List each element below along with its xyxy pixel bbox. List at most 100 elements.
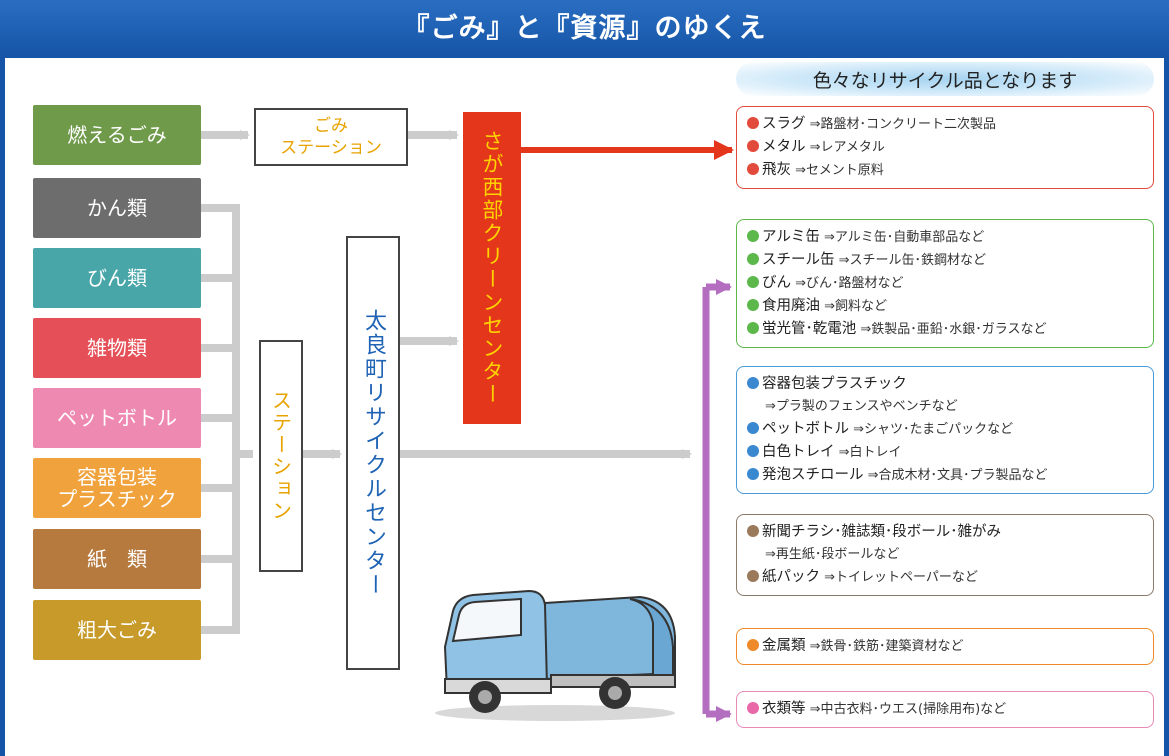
result-item-destination: ⇒鉄骨･鉄筋･建築資材など: [805, 639, 964, 654]
result-group-5: 衣類等 ⇒中古衣料･ウエス(掃除用布)など: [736, 691, 1154, 728]
result-item-destination: ⇒中古衣料･ウエス(掃除用布)など: [805, 702, 1007, 717]
result-group-1: アルミ缶 ⇒アルミ缶･自動車部品などスチール缶 ⇒スチール缶･鉄鋼材などびん ⇒…: [736, 219, 1154, 348]
waste-category-2: びん類: [33, 248, 201, 308]
gomi-station-line1: ごみ: [314, 116, 348, 136]
bullet-dot-icon: [747, 570, 759, 582]
gomi-station-box: ごみ ステーション: [254, 108, 408, 166]
result-item-destination: ⇒アルミ缶･自動車部品など: [819, 230, 985, 245]
result-item-name: アルミ缶: [762, 229, 820, 245]
garbage-truck-illustration: [435, 589, 676, 721]
page-title: 『ごみ』と『資源』のゆくえ: [0, 0, 1169, 58]
bullet-dot-icon: [747, 525, 759, 537]
saga-clean-center-box: さが西部クリーンセンター: [463, 112, 521, 424]
result-item-name: 金属類: [762, 638, 806, 654]
bullet-dot-icon: [747, 230, 759, 242]
result-item-name: 蛍光管･乾電池: [762, 321, 857, 337]
result-group-4: 金属類 ⇒鉄骨･鉄筋･建築資材など: [736, 628, 1154, 665]
bullet-dot-icon: [747, 253, 759, 265]
result-item-destination: ⇒合成木材･文具･プラ製品など: [863, 468, 1048, 483]
station-box: ステーション: [259, 340, 303, 572]
result-item-name: 容器包装プラスチック: [762, 376, 907, 392]
waste-category-0: 燃えるごみ: [33, 105, 201, 165]
result-item-destination: ⇒路盤材･コンクリート二次製品: [805, 117, 997, 132]
bullet-dot-icon: [747, 422, 759, 434]
results-heading: 色々なリサイクル品となります: [736, 62, 1154, 96]
waste-category-3: 雑物類: [33, 318, 201, 378]
result-item-name: 食用廃油: [762, 298, 820, 314]
result-item: 金属類 ⇒鉄骨･鉄筋･建築資材など: [747, 635, 1143, 658]
result-item: アルミ缶 ⇒アルミ缶･自動車部品など: [747, 226, 1143, 249]
result-item-destination: ⇒びん･路盤材など: [791, 276, 904, 291]
result-item-name: びん: [762, 275, 791, 291]
result-item-destination: ⇒再生紙･段ボールなど: [765, 547, 900, 562]
result-item: ⇒再生紙･段ボールなど: [747, 543, 1143, 566]
result-item: 飛灰 ⇒セメント原料: [747, 159, 1143, 182]
result-item-name: メタル: [762, 139, 806, 155]
station-label: ステーション: [268, 390, 293, 522]
result-item: ⇒プラ製のフェンスやベンチなど: [747, 395, 1143, 418]
result-item: ペットボトル ⇒シャツ･たまごパックなど: [747, 418, 1143, 441]
result-item-name: ペットボトル: [762, 421, 849, 437]
gomi-station-line2: ステーション: [280, 138, 382, 158]
result-item: 紙パック ⇒トイレットペーパーなど: [747, 566, 1143, 589]
bullet-dot-icon: [747, 299, 759, 311]
tara-recycle-center-label: 太良町リサイクルセンター: [361, 309, 386, 597]
bullet-dot-icon: [747, 445, 759, 457]
result-group-3: 新聞チラシ･雑誌類･段ボール･雑がみ⇒再生紙･段ボールなど紙パック ⇒トイレット…: [736, 514, 1154, 596]
bullet-dot-icon: [747, 140, 759, 152]
result-item-destination: ⇒プラ製のフェンスやベンチなど: [765, 399, 958, 414]
result-item: 蛍光管･乾電池 ⇒鉄製品･亜鉛･水銀･ガラスなど: [747, 318, 1143, 341]
waste-category-1: かん類: [33, 178, 201, 238]
result-group-0: スラグ ⇒路盤材･コンクリート二次製品メタル ⇒レアメタル飛灰 ⇒セメント原料: [736, 106, 1154, 189]
result-item: スラグ ⇒路盤材･コンクリート二次製品: [747, 113, 1143, 136]
truck-shadow: [435, 705, 675, 721]
gray-connector-lines: [201, 130, 692, 634]
purple-distribution: [702, 279, 732, 722]
result-item: 新聞チラシ･雑誌類･段ボール･雑がみ: [747, 521, 1143, 543]
result-item-name: スラグ: [762, 116, 806, 132]
result-item: 白色トレイ ⇒白トレイ: [747, 441, 1143, 464]
result-item: 食用廃油 ⇒飼料など: [747, 295, 1143, 318]
result-item: 発泡スチロール ⇒合成木材･文具･プラ製品など: [747, 464, 1143, 487]
waste-category-7: 粗大ごみ: [33, 600, 201, 660]
result-item: スチール缶 ⇒スチール缶･鉄鋼材など: [747, 249, 1143, 272]
result-item-destination: ⇒トイレットペーパーなど: [820, 570, 978, 585]
result-item-name: 発泡スチロール: [762, 467, 864, 483]
bullet-dot-icon: [747, 702, 759, 714]
result-item: 容器包装プラスチック: [747, 373, 1143, 395]
saga-clean-center-label: さが西部クリーンセンター: [480, 130, 504, 406]
bullet-dot-icon: [747, 276, 759, 288]
waste-category-6: 紙 類: [33, 529, 201, 589]
result-item-destination: ⇒鉄製品･亜鉛･水銀･ガラスなど: [856, 322, 1047, 337]
bullet-dot-icon: [747, 468, 759, 480]
result-item: 衣類等 ⇒中古衣料･ウエス(掃除用布)など: [747, 698, 1143, 721]
frame-left-border: [0, 58, 5, 756]
result-item-destination: ⇒飼料など: [820, 299, 888, 314]
truck-body: [544, 595, 676, 681]
result-item-name: 新聞チラシ･雑誌類･段ボール･雑がみ: [762, 524, 1001, 540]
bullet-dot-icon: [747, 322, 759, 334]
result-group-2: 容器包装プラスチック⇒プラ製のフェンスやベンチなどペットボトル ⇒シャツ･たまご…: [736, 366, 1154, 494]
waste-category-5: 容器包装 プラスチック: [33, 458, 201, 518]
result-item-name: 衣類等: [762, 701, 806, 717]
result-item-destination: ⇒スチール缶･鉄鋼材など: [834, 253, 987, 268]
bullet-dot-icon: [747, 163, 759, 175]
bullet-dot-icon: [747, 377, 759, 389]
result-item-destination: ⇒シャツ･たまごパックなど: [849, 422, 1014, 437]
tara-recycle-center-box: 太良町リサイクルセンター: [346, 236, 400, 670]
frame-right-border: [1164, 58, 1169, 756]
bullet-dot-icon: [747, 639, 759, 651]
waste-category-4: ペットボトル: [33, 388, 201, 448]
bullet-dot-icon: [747, 117, 759, 129]
result-item-destination: ⇒白トレイ: [834, 445, 902, 460]
result-item: メタル ⇒レアメタル: [747, 136, 1143, 159]
result-item: びん ⇒びん･路盤材など: [747, 272, 1143, 295]
truck-windshield: [451, 597, 522, 643]
result-item-destination: ⇒セメント原料: [791, 163, 884, 178]
result-item-destination: ⇒レアメタル: [805, 140, 885, 155]
result-item-name: スチール缶: [762, 252, 835, 268]
result-item-name: 紙パック: [762, 569, 820, 585]
result-item-name: 飛灰: [762, 162, 791, 178]
result-item-name: 白色トレイ: [762, 444, 835, 460]
